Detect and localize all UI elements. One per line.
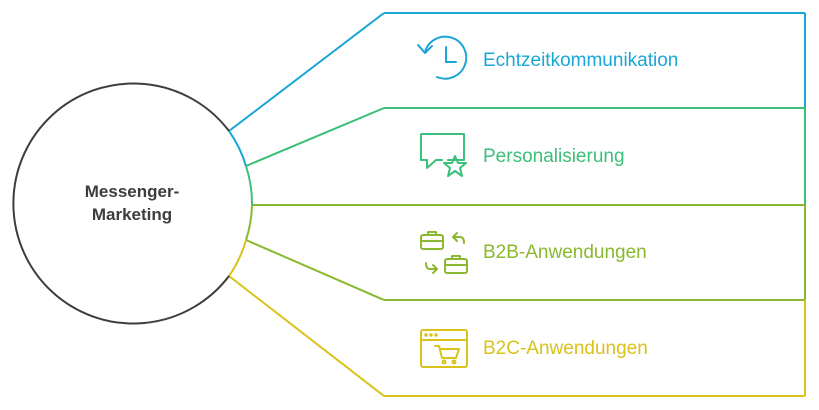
hub-label: Messenger- Marketing [52,180,212,226]
hub-label-line1: Messenger- [84,182,180,201]
branch-band-echtzeitkommunikation [228,12,806,132]
chat-star-icon [420,133,467,177]
clock-history-icon [417,35,468,80]
hub-label-line2: Marketing [91,205,173,224]
branch-label-personalisierung: Personalisierung [483,146,625,167]
browser-cart-icon [420,329,468,368]
branch-band-b2c [228,275,806,397]
hub-arc-yellow [228,239,247,277]
branch-band-b2b [245,204,806,301]
hub-circle [12,82,230,325]
branch-label-echtzeitkommunikation: Echtzeitkommunikation [483,50,679,71]
branch-band-personalisierung [245,107,806,205]
hub-arc-green [245,165,254,206]
hub-arc-lime [245,204,253,241]
briefcase-exchange-icon [420,231,468,274]
branch-label-b2b-anwendungen: B2B-Anwendungen [483,242,647,263]
hub-arc-blue [228,130,247,167]
branch-label-b2c-anwendungen: B2C-Anwendungen [483,338,648,359]
